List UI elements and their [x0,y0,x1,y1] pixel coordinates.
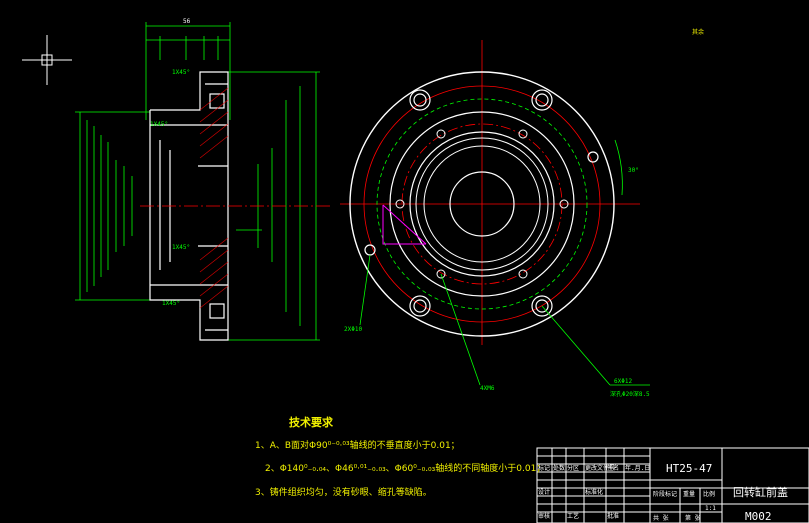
hole-callout-2: 4XM6 [480,385,495,392]
tb-review: 审核 [538,512,550,520]
tech-req-item-1: 1、A、B面对Φ90⁰⁻⁰·⁰³轴线的不垂直度小于0.01； [255,441,460,451]
chamfer-label-2: 1X45° [172,244,190,251]
crosshair-cursor [22,35,72,85]
roughness-note: 其余 [692,28,704,36]
tb-header-2: 分区 [567,464,579,472]
tb-header-4: 签名 [607,464,619,472]
tb-scale: 1:1 [705,505,716,512]
tech-req-item-3: 3、铸件组织均匀，没有砂眼、缩孔等缺陷。 [255,488,432,498]
hole-callout-1: 6XΦ12 [614,378,632,385]
chamfer-label-3: 1X45° [162,300,180,307]
part-name: 回转缸前盖 [733,485,788,499]
tb-standard: 标准化 [585,488,603,496]
tb-approve: 批准 [607,512,619,520]
front-view [340,40,650,386]
tb-header-3: 更改文件号 [585,464,615,472]
tb-stage-0: 阶段标记 [653,490,677,498]
section-view [75,22,330,341]
tb-process: 工艺 [567,512,579,520]
dim-top-label: 56 [183,18,191,25]
hole-callout-1-sub: 深孔Φ20深8.5 [610,390,650,398]
hole-callout-3: 2XΦ10 [344,326,362,333]
tb-header-5: 年.月.日 [625,464,650,472]
tb-sheet-no: 第 张 [685,514,701,522]
tb-sheets-total: 共 张 [653,514,669,522]
material-label: HT25-47 [666,462,712,475]
tech-req-title: 技术要求 [289,416,333,429]
tb-stage-2: 比例 [703,490,715,498]
chamfer-label-4: 1X45° [150,121,168,128]
tb-header-1: 处数 [553,464,565,472]
angle-label: 30° [628,167,639,174]
title-block-frame [536,447,809,523]
chamfer-label-1: 1X45° [172,69,190,76]
tb-stage-1: 重量 [683,490,695,498]
drawing-number: M002 [745,510,772,523]
tech-req-item-2: 2、Φ140⁰₋₀.₀₄、Φ46⁰·⁰¹₋₀.₀₃、Φ60⁰₋₀.₀₃轴线的不同… [265,464,546,474]
tb-header-0: 标记 [538,464,550,472]
tb-design: 设计 [538,488,550,496]
